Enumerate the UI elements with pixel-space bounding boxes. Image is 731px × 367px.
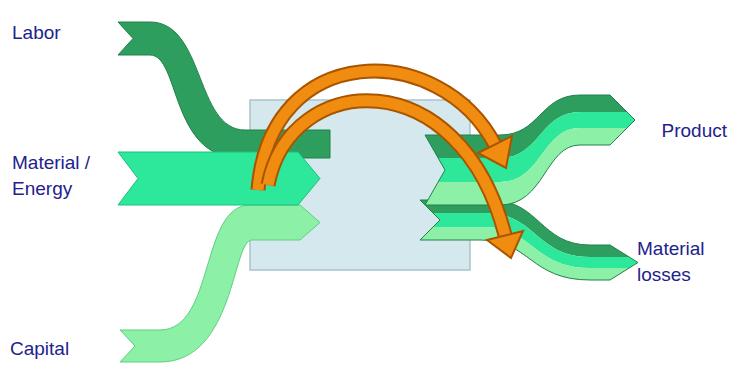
arrow-shaft [268,101,505,235]
arrow-shaft [268,101,505,235]
material-energy-band [118,152,320,205]
material-losses-band [400,200,650,290]
band-outline [420,200,638,280]
flow-label: Material / Energy [12,150,112,202]
arrow-head [478,136,512,168]
flow-label: Capital [10,336,69,362]
product-band [400,80,650,220]
flow-label: Product [662,118,727,144]
transformation-arrows [258,71,523,258]
arrow-head [487,231,523,258]
capital-band [120,205,320,362]
band-stripe [400,227,650,290]
flow-label: Labor [12,20,61,46]
flow-label: Material losses [637,236,727,288]
